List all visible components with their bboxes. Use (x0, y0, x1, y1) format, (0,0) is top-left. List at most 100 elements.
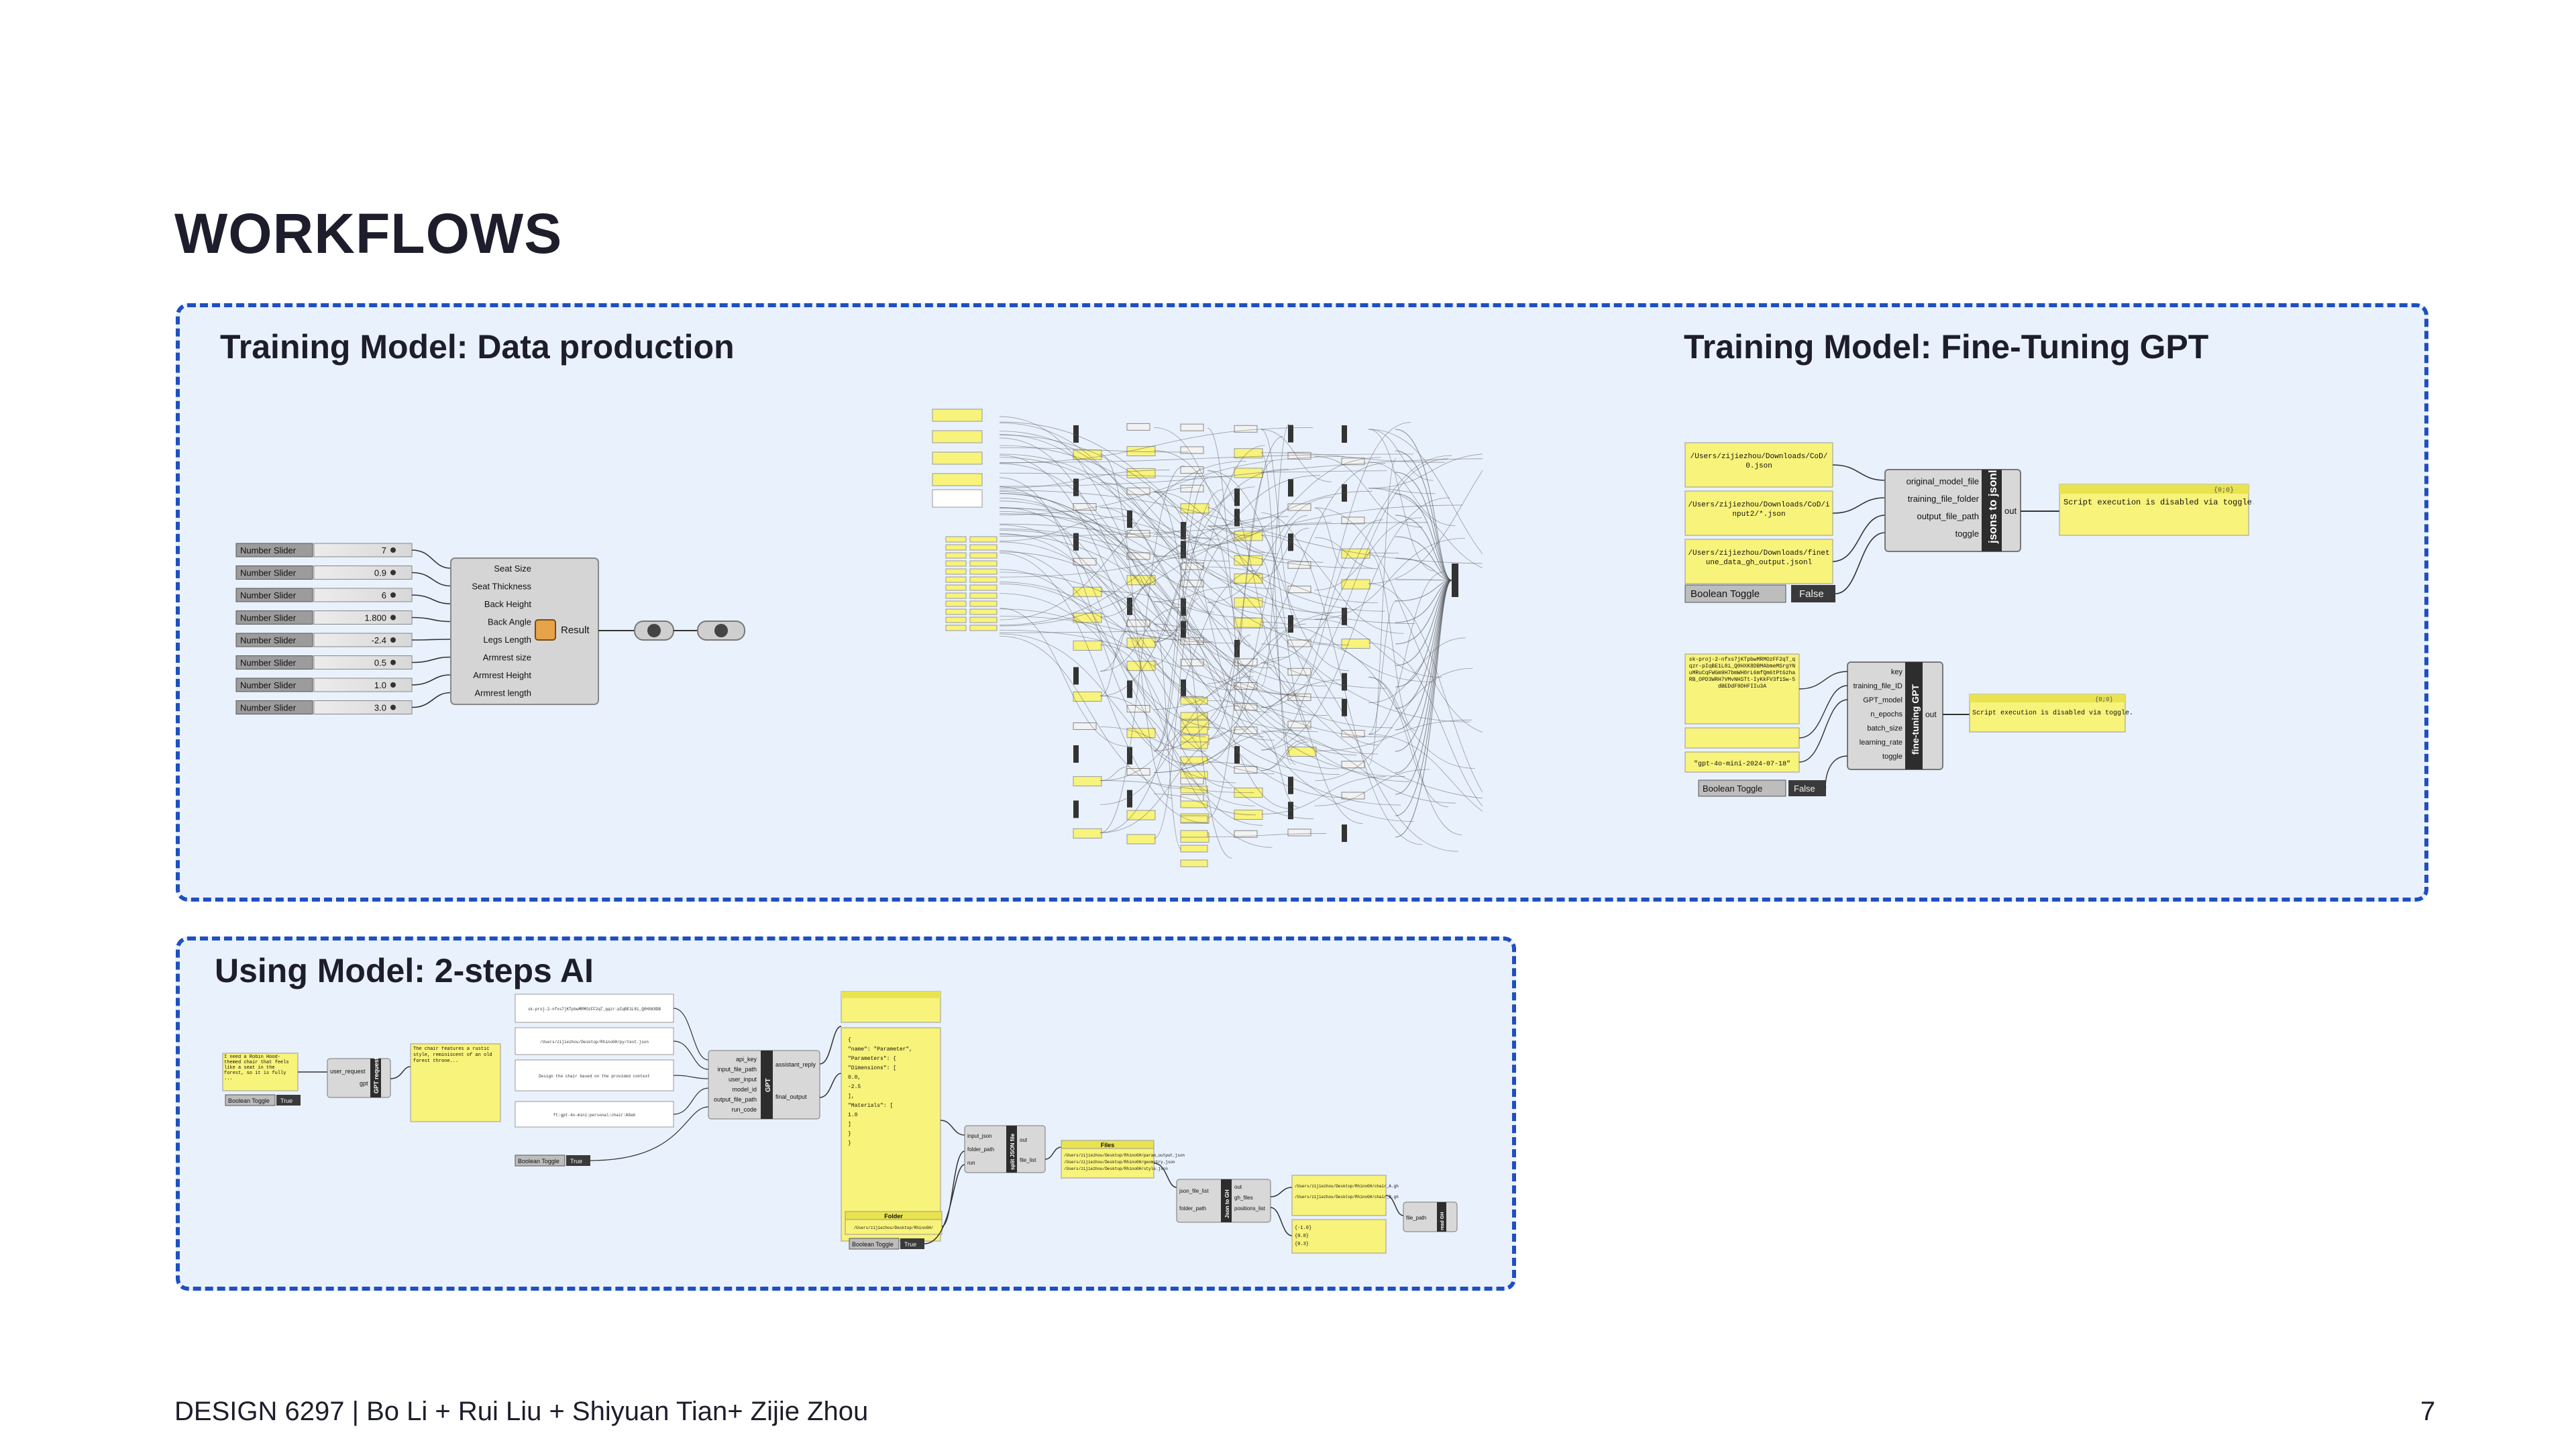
component-node[interactable] (1127, 747, 1132, 765)
component-node[interactable] (1288, 479, 1293, 497)
component-node[interactable] (1126, 423, 1150, 431)
ft-input-label: learning_rate (1860, 739, 1902, 747)
component-node[interactable] (1126, 704, 1150, 712)
component-node[interactable] (1181, 598, 1186, 616)
slider-grip-icon[interactable] (390, 682, 396, 688)
slider-label-box[interactable] (235, 678, 313, 692)
component-node[interactable] (1287, 639, 1311, 647)
slider-track[interactable] (313, 678, 413, 692)
python-script-icon (535, 619, 556, 641)
slider-track[interactable] (313, 588, 413, 602)
slider-track[interactable] (313, 610, 413, 625)
component-node[interactable] (1287, 586, 1311, 594)
component-node[interactable] (1234, 425, 1258, 433)
split-output-out: out (1020, 1137, 1028, 1143)
chair-param-label: Armrest length (474, 688, 531, 698)
component-node[interactable] (1073, 478, 1079, 496)
gpt-reply-text: The chair features a rustic style, remin… (413, 1046, 492, 1064)
component-node[interactable] (1287, 561, 1311, 569)
slider-grip-icon[interactable] (390, 547, 396, 553)
slider-track[interactable] (313, 543, 413, 557)
boolean-toggle[interactable] (1698, 780, 1786, 797)
component-node[interactable] (1180, 446, 1204, 454)
value-panel (1234, 617, 1263, 628)
slider-grip-icon[interactable] (390, 659, 396, 665)
component-node[interactable] (1126, 768, 1150, 776)
component-node[interactable] (1342, 698, 1347, 716)
component-node[interactable] (1342, 425, 1347, 443)
component-node[interactable] (1287, 828, 1311, 837)
slider-label: Number Slider (240, 680, 297, 690)
component-node[interactable] (1127, 680, 1132, 698)
component-node[interactable] (1287, 667, 1311, 676)
slider-label-box[interactable] (235, 588, 313, 602)
component-node[interactable] (1341, 761, 1365, 769)
toggle-value-box[interactable] (1791, 585, 1835, 602)
component-node[interactable] (1127, 510, 1132, 528)
component-node[interactable] (1073, 745, 1079, 763)
slider-label-box[interactable] (235, 566, 313, 580)
component-node[interactable] (1342, 673, 1347, 691)
component-node[interactable] (1342, 824, 1347, 843)
two-steps-graph: I need a Robin Hood-themed chair that fe… (222, 991, 1458, 1254)
boolean-toggle[interactable] (225, 1094, 276, 1106)
slider-label-box[interactable] (235, 700, 313, 714)
component-node[interactable] (1341, 792, 1365, 800)
boolean-toggle[interactable] (849, 1238, 900, 1250)
component-node[interactable] (1073, 722, 1097, 731)
component-node[interactable] (1073, 425, 1079, 443)
component-node[interactable] (1288, 425, 1293, 443)
component-node[interactable] (1181, 522, 1186, 540)
component-node[interactable] (1288, 615, 1293, 633)
param-panel (969, 544, 998, 551)
slider-label-box[interactable] (235, 610, 313, 625)
slider-label-box[interactable] (235, 655, 313, 669)
component-node[interactable] (1287, 720, 1311, 729)
split-json-name: split JSON file (1010, 1133, 1016, 1170)
boolean-toggle[interactable] (1684, 584, 1786, 603)
slider-grip-icon[interactable] (390, 570, 396, 576)
slider-track[interactable] (313, 566, 413, 580)
param-panel (969, 560, 998, 567)
slider-value: -2.4 (372, 635, 386, 645)
api-key-panel (1684, 653, 1800, 724)
slider-track[interactable] (313, 700, 413, 714)
component-node[interactable] (1073, 667, 1079, 685)
slider-grip-icon[interactable] (390, 704, 396, 710)
slider-track[interactable] (313, 633, 413, 647)
component-node[interactable] (1342, 607, 1347, 625)
split-json-component[interactable] (964, 1125, 1046, 1173)
component-node[interactable] (1180, 466, 1204, 474)
output-node[interactable] (1452, 564, 1458, 597)
toggle-value-box[interactable] (900, 1238, 924, 1249)
fine-tuning-group: sk-proj-2-nfxs7jKTpbwMRMOzFF2qT_qqzr-pIq… (1684, 653, 2133, 797)
boolean-toggle[interactable] (515, 1155, 566, 1167)
slider-grip-icon[interactable] (390, 614, 396, 621)
component-node[interactable] (1341, 458, 1365, 466)
component-node[interactable] (1073, 503, 1097, 511)
ft-input-label: batch_size (1867, 724, 1902, 733)
component-node[interactable] (1180, 562, 1204, 570)
component-node[interactable] (1073, 800, 1079, 818)
slider-track[interactable] (313, 655, 413, 669)
component-node[interactable] (1127, 790, 1132, 808)
json-line: -2.5 (848, 1084, 861, 1090)
slider-label-box[interactable] (235, 543, 313, 557)
toggle-value-box[interactable] (1788, 780, 1826, 796)
component-node[interactable] (1234, 766, 1258, 774)
component-node[interactable] (1234, 508, 1240, 527)
component-node[interactable] (1180, 423, 1204, 431)
component-node[interactable] (1234, 746, 1240, 764)
toggle-value-box[interactable] (566, 1155, 590, 1166)
slider-grip-icon[interactable] (390, 637, 396, 643)
component-node[interactable] (1234, 488, 1240, 506)
component-node[interactable] (1288, 776, 1293, 794)
toggle-value-box[interactable] (276, 1095, 301, 1106)
slider-label-box[interactable] (235, 633, 313, 647)
param-panel (945, 584, 967, 591)
value-panel (1073, 776, 1102, 787)
component-node[interactable] (1287, 451, 1311, 460)
component-node[interactable] (1073, 533, 1079, 551)
component-node[interactable] (1234, 830, 1258, 838)
slider-grip-icon[interactable] (390, 592, 396, 598)
